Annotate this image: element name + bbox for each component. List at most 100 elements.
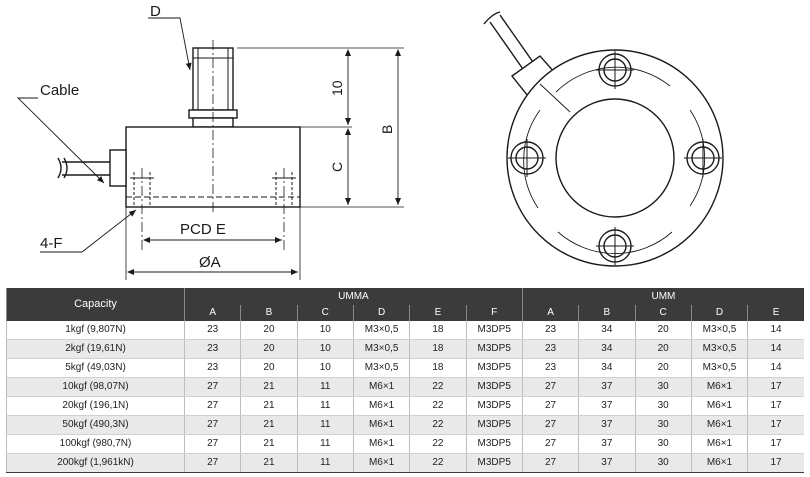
capacity-cell: 1kgf (9,807N) xyxy=(6,321,185,340)
umma-cell: 23 xyxy=(183,321,241,340)
umm-cell: 23 xyxy=(521,339,579,359)
umm-cell: 37 xyxy=(578,377,635,397)
label-d: D xyxy=(150,3,161,20)
umma-cell: 22 xyxy=(409,434,467,454)
label-dia: ØA xyxy=(199,254,221,271)
umma-cell: 22 xyxy=(409,415,467,435)
umma-cell: 20 xyxy=(240,358,298,378)
col-header-umm: C xyxy=(634,305,692,321)
umma-cell: 10 xyxy=(296,358,354,378)
col-header-umma: F xyxy=(465,305,523,321)
umma-cell: M6×1 xyxy=(352,434,410,454)
umma-cell: M3DP5 xyxy=(465,358,523,378)
umma-cell: 21 xyxy=(240,396,298,416)
umm-cell: 14 xyxy=(747,321,804,340)
label-dim-c: C xyxy=(329,162,345,172)
umma-cell: 11 xyxy=(296,377,354,397)
umma-cell: M6×1 xyxy=(352,415,410,435)
group-header-umm: UMM xyxy=(521,288,804,305)
umm-cell: 23 xyxy=(521,358,579,378)
umm-cell: 34 xyxy=(578,321,635,340)
umm-cell: 20 xyxy=(634,321,692,340)
cable-gland xyxy=(109,149,127,187)
capacity-cell: 200kgf (1,961kN) xyxy=(6,453,185,473)
umm-cell: 17 xyxy=(747,396,804,416)
umma-cell: 27 xyxy=(183,453,241,473)
umm-cell: 30 xyxy=(634,434,692,454)
top-view xyxy=(483,11,724,267)
col-header-umm: A xyxy=(521,305,579,321)
umma-cell: 20 xyxy=(240,339,298,359)
col-header-umma: A xyxy=(183,305,241,321)
umm-cell: M6×1 xyxy=(690,453,748,473)
umm-cell: M3×0,5 xyxy=(690,339,748,359)
col-header-umma: D xyxy=(352,305,410,321)
capacity-cell: 50kgf (490,3N) xyxy=(6,415,185,435)
umm-cell: M6×1 xyxy=(690,415,748,435)
umm-cell: 30 xyxy=(634,415,692,435)
umma-cell: M6×1 xyxy=(352,396,410,416)
umma-cell: 22 xyxy=(409,377,467,397)
umm-cell: M6×1 xyxy=(690,377,748,397)
umm-cell: 27 xyxy=(521,396,579,416)
umm-cell: 27 xyxy=(521,377,579,397)
umma-cell: 27 xyxy=(183,415,241,435)
umma-cell: M6×1 xyxy=(352,377,410,397)
umma-cell: 22 xyxy=(409,396,467,416)
umm-cell: 23 xyxy=(521,321,579,340)
umm-cell: 30 xyxy=(634,396,692,416)
side-view xyxy=(16,17,404,280)
capacity-cell: 10kgf (98,07N) xyxy=(6,377,185,397)
umm-cell: 17 xyxy=(747,453,804,473)
umma-cell: M3DP5 xyxy=(465,377,523,397)
umma-cell: 23 xyxy=(183,358,241,378)
umm-cell: 17 xyxy=(747,377,804,397)
umma-cell: 18 xyxy=(409,339,467,359)
umma-cell: 18 xyxy=(409,321,467,340)
umm-cell: 34 xyxy=(578,358,635,378)
umm-cell: M3×0,5 xyxy=(690,321,748,340)
umma-cell: M3DP5 xyxy=(465,321,523,340)
label-dim-10: 10 xyxy=(329,80,345,96)
umma-cell: 21 xyxy=(240,415,298,435)
umma-cell: 11 xyxy=(296,415,354,435)
umma-cell: 18 xyxy=(409,358,467,378)
umm-cell: 14 xyxy=(747,358,804,378)
umma-cell: 27 xyxy=(183,396,241,416)
group-header-umma: UMMA xyxy=(184,288,523,305)
umma-cell: 11 xyxy=(296,396,354,416)
col-header-umma: C xyxy=(296,305,354,321)
umma-cell: 27 xyxy=(183,377,241,397)
umma-cell: M3×0,5 xyxy=(352,339,410,359)
spec-table: Capacity UMMA UMM A B C D E F A B C D E … xyxy=(6,288,804,473)
inner-bore xyxy=(555,98,675,218)
umm-cell: 34 xyxy=(578,339,635,359)
umm-cell: 17 xyxy=(747,415,804,435)
label-cable: Cable xyxy=(40,82,79,99)
umm-cell: 37 xyxy=(578,415,635,435)
umma-cell: M3×0,5 xyxy=(352,321,410,340)
capacity-cell: 20kgf (196,1N) xyxy=(6,396,185,416)
umma-cell: 22 xyxy=(409,453,467,473)
umm-cell: 30 xyxy=(634,453,692,473)
umm-cell: 30 xyxy=(634,377,692,397)
umm-cell: 27 xyxy=(521,453,579,473)
umm-cell: 14 xyxy=(747,339,804,359)
umm-cell: 27 xyxy=(521,434,579,454)
col-header-umma: B xyxy=(240,305,298,321)
umma-cell: M3DP5 xyxy=(465,453,523,473)
label-dim-b: B xyxy=(379,125,395,134)
label-pcd: PCD E xyxy=(180,221,226,238)
umma-cell: 27 xyxy=(183,434,241,454)
col-header-umm: E xyxy=(747,305,804,321)
technical-drawing: D Cable 10 C B PCD E 4-F ØA xyxy=(16,3,724,280)
umma-cell: 23 xyxy=(183,339,241,359)
